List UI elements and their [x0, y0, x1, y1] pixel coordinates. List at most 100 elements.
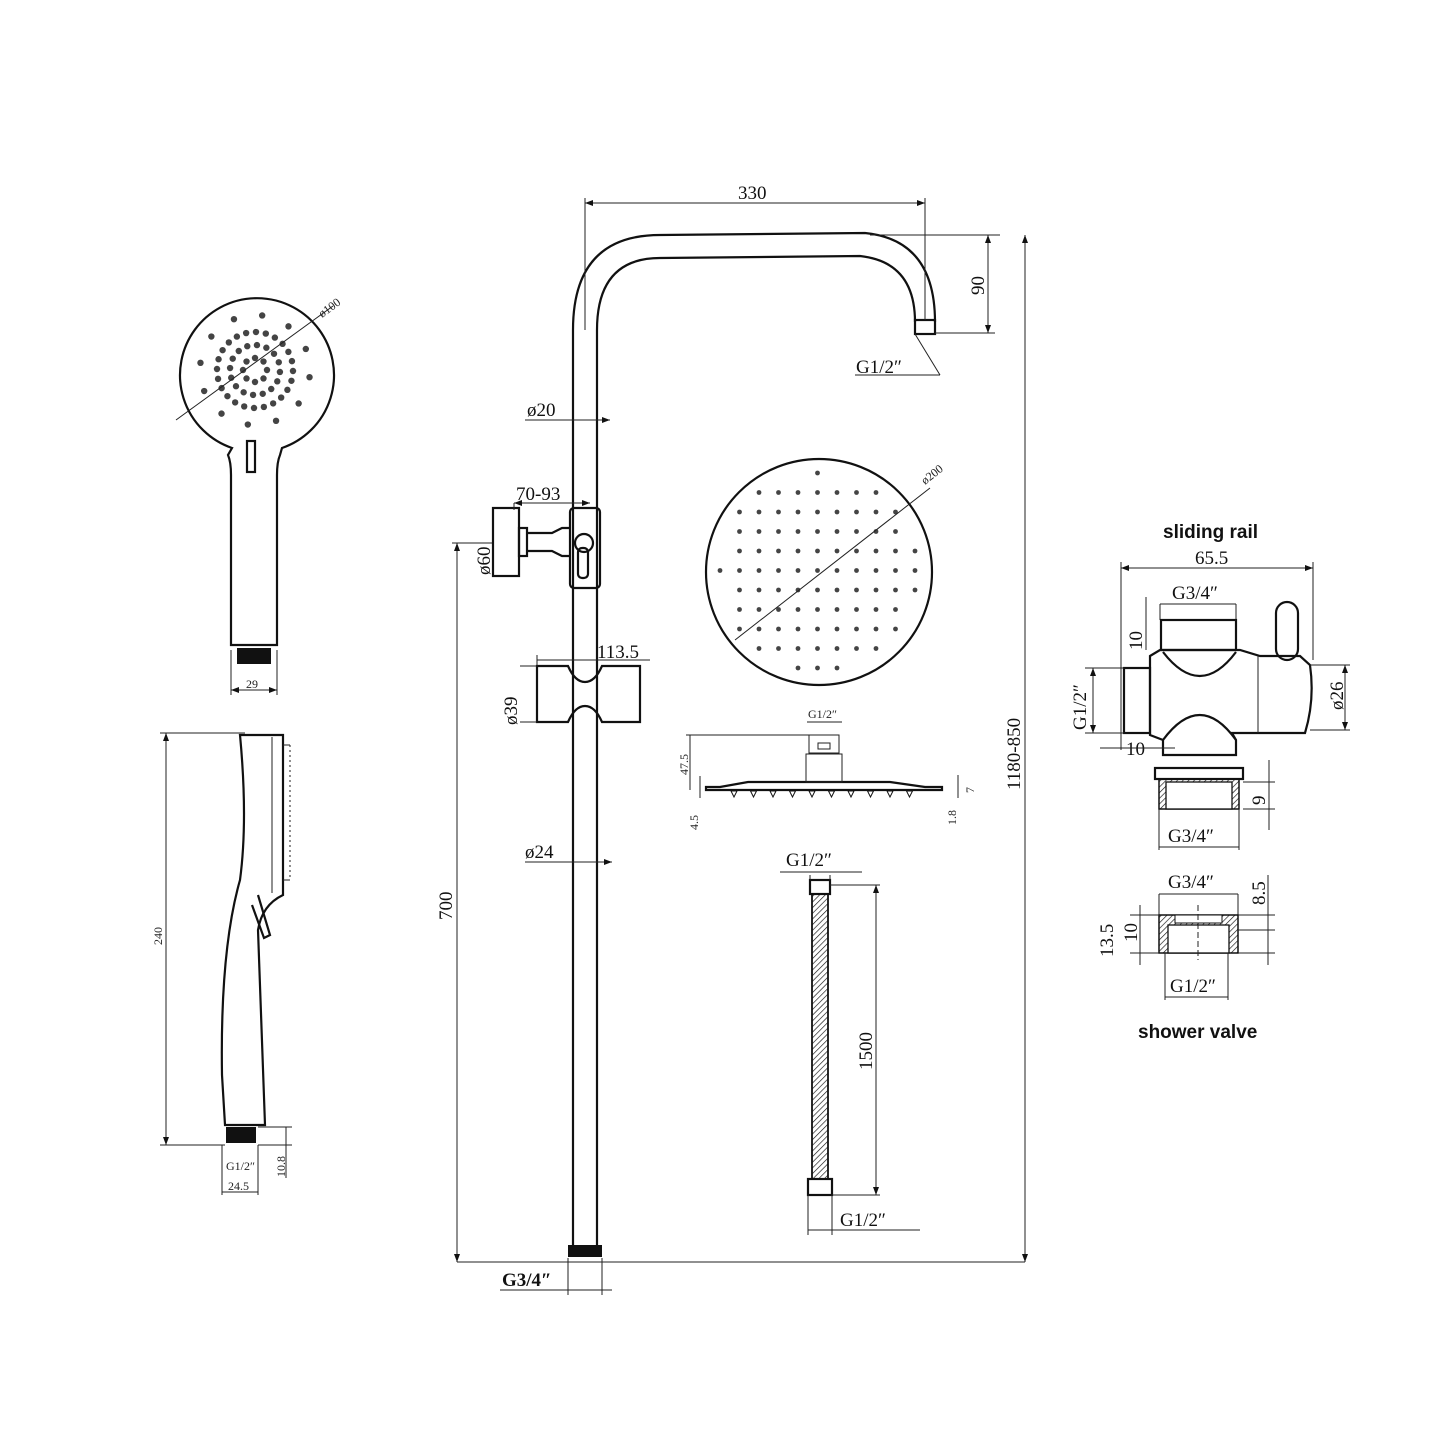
- nozzle-dot: [834, 665, 840, 671]
- nozzle-dot: [795, 529, 801, 534]
- nozzle-dot: [302, 345, 310, 353]
- holder-width-label: 113.5: [597, 642, 639, 663]
- nozzle-dot: [776, 587, 781, 593]
- hose-top-thread-label: G1/2″: [786, 850, 832, 871]
- nozzle-dot: [250, 404, 258, 412]
- nozzle-dot: [815, 607, 820, 612]
- nozzle-dot: [873, 509, 879, 515]
- nozzle-dot: [834, 587, 840, 593]
- nozzle-dot: [233, 333, 241, 340]
- nozzle-dot: [815, 568, 820, 573]
- nozzle-dot: [912, 587, 918, 593]
- hand-shower-front-view: ø100 29: [175, 295, 343, 695]
- nozzle-dot: [756, 529, 762, 534]
- rain-head-nozzle-label: 1.8: [945, 810, 959, 825]
- nozzle-dot: [834, 548, 840, 554]
- nozzle-dot: [279, 340, 286, 348]
- nozzle-dot: [873, 548, 879, 554]
- nozzle-dot: [243, 375, 250, 382]
- nozzle-dot: [815, 490, 820, 495]
- nozzle-dot: [854, 587, 859, 593]
- sliding-rail-nut-height-label: 9: [1249, 796, 1270, 806]
- nozzle-dot: [756, 548, 762, 554]
- bracket-diameter-label: ø60: [474, 547, 495, 576]
- nozzle-dot: [219, 346, 226, 354]
- nozzle-dot: [776, 646, 781, 651]
- arm-thread-label: G1/2″: [856, 357, 902, 378]
- rain-head-top-view: [704, 457, 934, 687]
- nozzle-dot: [737, 607, 742, 612]
- sliding-rail-knob: [1274, 600, 1300, 662]
- nozzle-dot: [229, 355, 236, 362]
- nozzle-dot: [200, 387, 208, 395]
- nozzle-dot: [893, 626, 898, 632]
- nozzle-dot: [776, 529, 781, 534]
- arm-drop-label: 90: [968, 276, 989, 295]
- total-height-label: 1180-850: [1004, 718, 1025, 790]
- nozzle-dot: [795, 607, 801, 612]
- nozzle-dot: [854, 490, 859, 495]
- neck-width-label: 29: [246, 677, 258, 691]
- nozzle-dot: [213, 365, 221, 373]
- pipe-diameter-top-label: ø20: [527, 400, 556, 421]
- sliding-rail-diameter-label: ø26: [1327, 682, 1348, 711]
- side-nozzle: [730, 790, 738, 799]
- nozzle-dot: [795, 509, 801, 515]
- nozzle-dot: [776, 509, 781, 515]
- thread-height-label: 10.8: [274, 1156, 288, 1177]
- hand-shower-side-button: [250, 894, 272, 940]
- nozzle-dot: [263, 366, 271, 374]
- bracket-offset-label: 70-93: [516, 484, 560, 505]
- side-nozzle: [847, 790, 855, 799]
- hose-length-label: 1500: [856, 1032, 877, 1070]
- inlet-thread-label: G3/4″: [502, 1270, 552, 1291]
- nozzle-dot: [218, 410, 225, 417]
- arm-reach-label: 330: [738, 183, 767, 204]
- nozzle-dot: [306, 373, 313, 381]
- nozzle-dot: [276, 368, 284, 376]
- nozzle-dot: [285, 348, 292, 356]
- nozzle-dot: [873, 646, 879, 651]
- rain-head: ø200 G1/2″ 47.5 4.5 7 1.8: [677, 457, 977, 830]
- nozzle-dot: [260, 358, 267, 365]
- nozzle-dot: [893, 529, 898, 534]
- nozzle-dot: [854, 529, 859, 534]
- hand-shower-holder: [535, 664, 642, 724]
- nozzle-dot: [226, 364, 234, 372]
- nozzle-dot: [249, 391, 257, 399]
- nozzle-dot: [737, 548, 742, 554]
- nozzle-dot: [834, 529, 840, 534]
- bracket-slider: [568, 506, 602, 590]
- nozzle-dot: [756, 587, 762, 593]
- nozzle-dot: [873, 626, 879, 632]
- nozzle-dot: [215, 356, 222, 363]
- shower-valve-detail: G3/4″ 8.5 13.5 10 G1/2″ shower valve: [1097, 872, 1275, 1043]
- nozzle-dot: [815, 509, 820, 515]
- nozzle-dot: [815, 646, 820, 651]
- nozzle-dot: [737, 529, 742, 534]
- nozzle-dot: [776, 548, 781, 554]
- hose-body: [811, 893, 829, 1180]
- nozzle-dot: [873, 587, 879, 593]
- nozzle-dot: [259, 390, 266, 397]
- sliding-rail-width-label: 65.5: [1195, 548, 1228, 569]
- valve-inner-height-label: 10: [1121, 923, 1142, 942]
- shower-valve-title: shower valve: [1138, 1022, 1257, 1043]
- nozzle-dot: [893, 509, 898, 515]
- valve-top-height-label: 8.5: [1249, 881, 1270, 905]
- nozzle-dot: [815, 470, 820, 476]
- nozzle-dot: [834, 568, 840, 573]
- valve-top-thread-label: G3/4″: [1168, 872, 1214, 893]
- rain-head-nozzles: [717, 470, 918, 671]
- nozzle-dot: [756, 509, 762, 515]
- nozzle-dot: [224, 392, 231, 400]
- hand-shower-side-thread: [226, 1127, 256, 1143]
- nozzle-dot: [854, 646, 859, 651]
- sliding-rail-side-length-label: 10: [1126, 739, 1145, 760]
- nozzle-dot: [854, 568, 859, 573]
- side-nozzle: [769, 790, 777, 799]
- nozzle-dot: [756, 607, 762, 612]
- nozzle-dot: [873, 568, 879, 573]
- nozzle-dot: [295, 400, 302, 407]
